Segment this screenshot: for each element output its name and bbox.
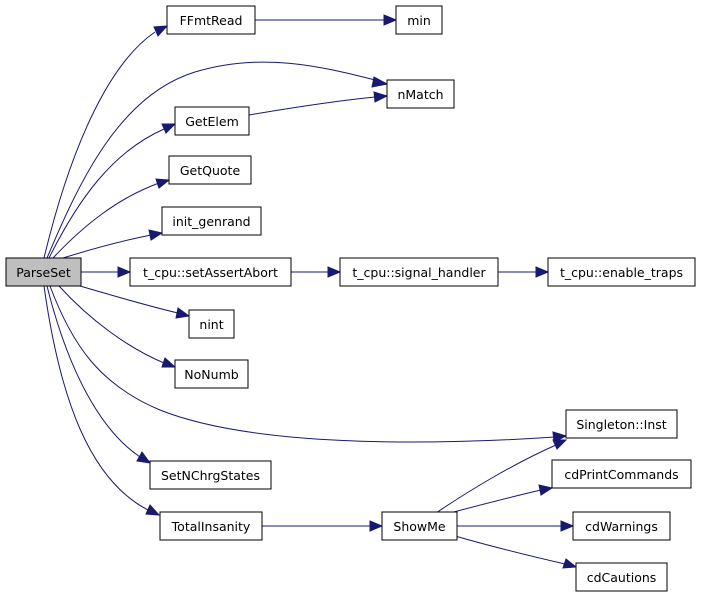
node-ffmtread[interactable]: FFmtRead (166, 5, 256, 35)
node-getquote[interactable]: GetQuote (168, 155, 252, 185)
edge-signal-handler-enable-traps (498, 266, 550, 278)
node-getelem[interactable]: GetElem (174, 106, 250, 136)
node-label: t_cpu::signal_handler (352, 265, 486, 280)
node-label: ParseSet (16, 265, 71, 280)
edge-showme-singleton-inst (435, 439, 568, 514)
node-nmatch[interactable]: nMatch (386, 79, 455, 109)
node-nint[interactable]: nint (188, 309, 235, 339)
node-label: GetQuote (180, 163, 241, 178)
node-singleton-inst[interactable]: Singleton::Inst (565, 409, 678, 439)
node-cdcautions[interactable]: cdCautions (575, 562, 668, 592)
edge-parseset-nonumb (58, 285, 177, 368)
node-label: nMatch (397, 87, 443, 102)
node-cdprintcommands[interactable]: cdPrintCommands (551, 459, 692, 489)
edge-parseset-nint (79, 285, 191, 319)
edge-parseset-totalinsanity (43, 285, 161, 516)
node-label: Singleton::Inst (576, 417, 666, 432)
node-label: cdPrintCommands (564, 467, 678, 482)
node-label: t_cpu::setAssertAbort (143, 265, 278, 280)
node-label: NoNumb (184, 367, 238, 382)
edge-parseset-getelem (48, 123, 177, 259)
node-parseset[interactable]: ParseSet (5, 257, 82, 287)
edge-showme-cdprintcommands (449, 484, 554, 514)
node-label: cdCautions (587, 570, 657, 585)
node-totalinsanity[interactable]: TotalInsanity (159, 511, 263, 541)
node-cdwarnings[interactable]: cdWarnings (572, 511, 671, 541)
node-label: cdWarnings (585, 519, 658, 534)
node-signal-handler[interactable]: t_cpu::signal_handler (339, 257, 499, 287)
edge-parseset-init-genrand (62, 229, 164, 259)
edge-parseset-nmatch (46, 61, 389, 259)
edge-setassertabort-signal-handler (291, 266, 342, 278)
node-label: ShowMe (393, 519, 446, 534)
node-enable-traps[interactable]: t_cpu::enable_traps (547, 257, 696, 287)
node-setnchrgstates[interactable]: SetNChrgStates (149, 460, 272, 490)
edge-parseset-singleton-inst (49, 285, 568, 443)
node-nonumb[interactable]: NoNumb (174, 359, 249, 389)
node-label: nint (199, 317, 223, 332)
edge-parseset-getquote (52, 178, 171, 259)
node-label: t_cpu::enable_traps (560, 265, 683, 280)
edge-parseset-setnchrgstates (46, 285, 152, 464)
node-label: min (407, 13, 431, 28)
edge-ffmtread-min (255, 14, 398, 26)
edge-showme-cdcautions (454, 535, 578, 569)
node-label: TotalInsanity (171, 519, 251, 534)
node-showme[interactable]: ShowMe (381, 511, 458, 541)
edge-totalinsanity-showme (262, 520, 384, 532)
node-label: init_genrand (172, 214, 250, 229)
edge-parseset-ffmtread (43, 25, 169, 259)
edge-getelem-nmatch (248, 91, 389, 116)
node-setassertabort[interactable]: t_cpu::setAssertAbort (129, 257, 292, 287)
node-label: FFmtRead (180, 13, 243, 28)
node-label: SetNChrgStates (161, 468, 260, 483)
edge-parseset-setassertabort (81, 266, 132, 278)
node-label: GetElem (185, 114, 239, 129)
edge-showme-cdwarnings (457, 520, 575, 532)
node-init-genrand[interactable]: init_genrand (161, 206, 262, 236)
node-min[interactable]: min (395, 5, 443, 35)
